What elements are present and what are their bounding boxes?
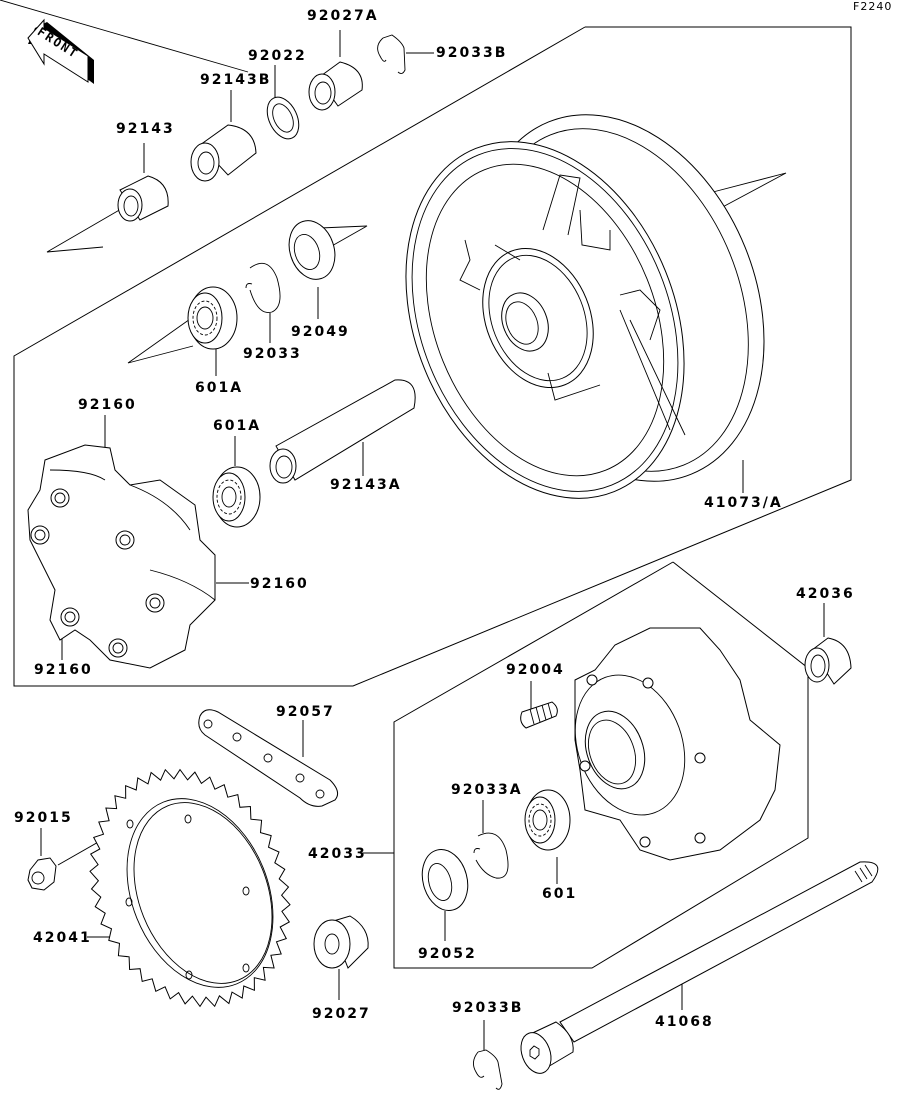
hub-coupling-42033 <box>574 627 781 861</box>
part-label-92027A[interactable]: 92027A <box>307 8 379 24</box>
part-label-92027[interactable]: 92027 <box>312 1006 371 1022</box>
collar-92027 <box>313 915 369 969</box>
center-line-markers <box>46 172 787 364</box>
part-label-92160-right[interactable]: 92160 <box>250 576 309 592</box>
collar-42036 <box>804 637 852 685</box>
part-label-92160-bottom[interactable]: 92160 <box>34 662 93 678</box>
part-label-92022[interactable]: 92022 <box>248 48 307 64</box>
clip-92033B-bottom <box>473 1049 503 1090</box>
rear-wheel-41073A <box>405 114 765 499</box>
collar-92143 <box>117 175 169 222</box>
part-label-92057[interactable]: 92057 <box>276 704 335 720</box>
oil-seal-92052 <box>421 849 469 911</box>
bearing-601A-upper <box>187 286 238 350</box>
chain-link-92057 <box>198 709 339 807</box>
part-label-92033B-top[interactable]: 92033B <box>436 45 508 61</box>
collar-92027A <box>308 61 363 111</box>
part-label-41068[interactable]: 41068 <box>655 1014 714 1030</box>
damper-92160 <box>27 444 216 669</box>
part-label-92052[interactable]: 92052 <box>418 946 477 962</box>
part-label-92033[interactable]: 92033 <box>243 346 302 362</box>
oil-seal-92049 <box>288 220 336 280</box>
circlip-92033 <box>245 262 281 313</box>
bearing-601A-middle <box>212 466 261 528</box>
part-label-92143B[interactable]: 92143B <box>200 72 272 88</box>
axle-41068 <box>520 861 879 1074</box>
part-label-92143A[interactable]: 92143A <box>330 477 402 493</box>
clip-92033B-top <box>377 34 406 75</box>
collar-92143B <box>190 124 257 182</box>
part-label-92033A[interactable]: 92033A <box>451 782 523 798</box>
bearing-601 <box>524 789 571 851</box>
front-arrow-icon <box>27 18 94 84</box>
part-label-42041[interactable]: 42041 <box>33 930 92 946</box>
washer-92022 <box>266 96 300 140</box>
part-label-92015[interactable]: 92015 <box>14 810 73 826</box>
spacer-92143A <box>269 379 416 484</box>
wheel-group-outline <box>13 26 852 687</box>
circlip-92033A <box>473 832 509 879</box>
sprocket-42041 <box>89 768 291 1008</box>
part-label-601A-middle[interactable]: 601A <box>213 418 262 434</box>
part-label-92004[interactable]: 92004 <box>506 662 565 678</box>
part-label-92143[interactable]: 92143 <box>116 121 175 137</box>
figure-code: F2240 <box>853 0 893 13</box>
part-label-92160-top[interactable]: 92160 <box>78 397 137 413</box>
circlip-92033 <box>0 0 249 73</box>
part-label-601A-upper[interactable]: 601A <box>195 380 244 396</box>
part-label-42033[interactable]: 42033 <box>308 846 367 862</box>
stud-92004 <box>520 701 558 729</box>
nut-92015 <box>27 857 57 891</box>
part-label-92049[interactable]: 92049 <box>291 324 350 340</box>
part-label-41073A[interactable]: 41073/A <box>704 495 783 511</box>
part-label-42036[interactable]: 42036 <box>796 586 855 602</box>
part-label-92033B-bottom[interactable]: 92033B <box>452 1000 524 1016</box>
part-label-601[interactable]: 601 <box>542 886 578 902</box>
